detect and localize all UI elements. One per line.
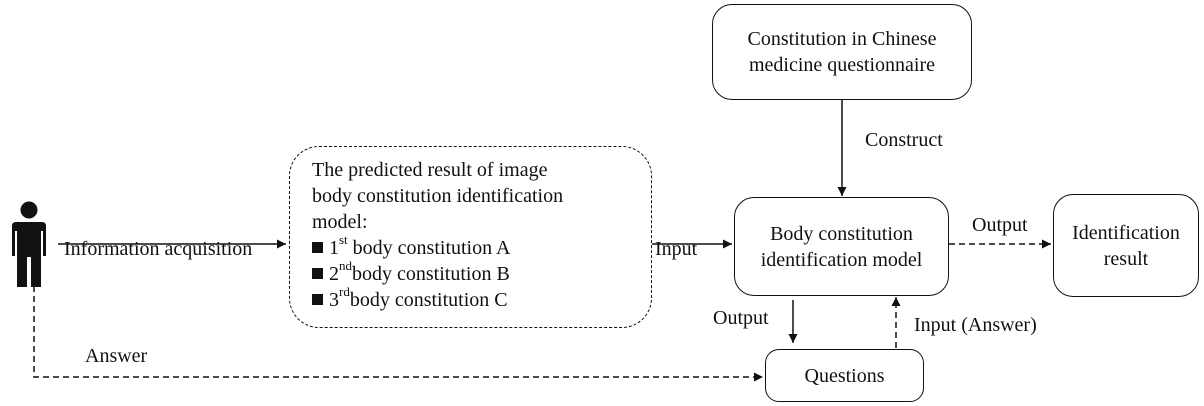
predicted-heading-line1: The predicted result of image [312,159,548,181]
item-3-text: body constitution C [349,289,508,311]
label-input: Input [655,238,698,260]
bullet-square-icon [312,268,323,279]
result-line2: result [1103,247,1149,270]
questions-label: Questions [804,364,885,387]
predicted-heading-line2: body constitution identification [312,185,564,207]
identification-result-box: Identification result [1053,194,1199,297]
item-2-suffix: nd [339,258,352,274]
questionnaire-line2: medicine questionnaire [748,54,936,76]
item-1-num: 1 [329,237,339,259]
predicted-result-content: The predicted result of image body const… [312,157,563,313]
label-construct: Construct [865,129,943,151]
label-output-result: Output [972,214,1028,236]
predicted-item-2: 2ndbody constitution B [312,258,563,287]
predicted-result-box [289,146,652,328]
predicted-item-3: 3rdbody constitution C [312,284,563,313]
label-information-acquisition: Information acquisition [64,238,253,260]
item-3-num: 3 [329,289,339,311]
bullet-square-icon [312,242,323,253]
questionnaire-line1: Constitution in Chinese [747,28,937,50]
item-2-num: 2 [329,263,339,285]
item-1-suffix: st [339,232,348,248]
model-line2: identification model [760,248,923,271]
bullet-square-icon [312,294,323,305]
arrow-answer [33,286,763,382]
item-3-suffix: rd [339,284,350,300]
label-input-answer: Input (Answer) [914,314,1037,336]
questionnaire-box: Constitution in Chinese medicine questio… [712,4,972,100]
identification-model-box: Body constitution identification model [734,197,949,296]
predicted-item-1: 1st body constitution A [312,232,563,261]
item-2-text: body constitution B [352,263,510,285]
item-1-text: body constitution A [352,237,511,259]
label-answer: Answer [85,345,148,367]
label-output-questions: Output [713,307,769,329]
person-icon [9,201,49,292]
model-line1: Body constitution [770,222,913,245]
predicted-heading-line3: model: [312,211,368,233]
result-line1: Identification [1072,221,1180,244]
questions-box: Questions [765,349,924,402]
